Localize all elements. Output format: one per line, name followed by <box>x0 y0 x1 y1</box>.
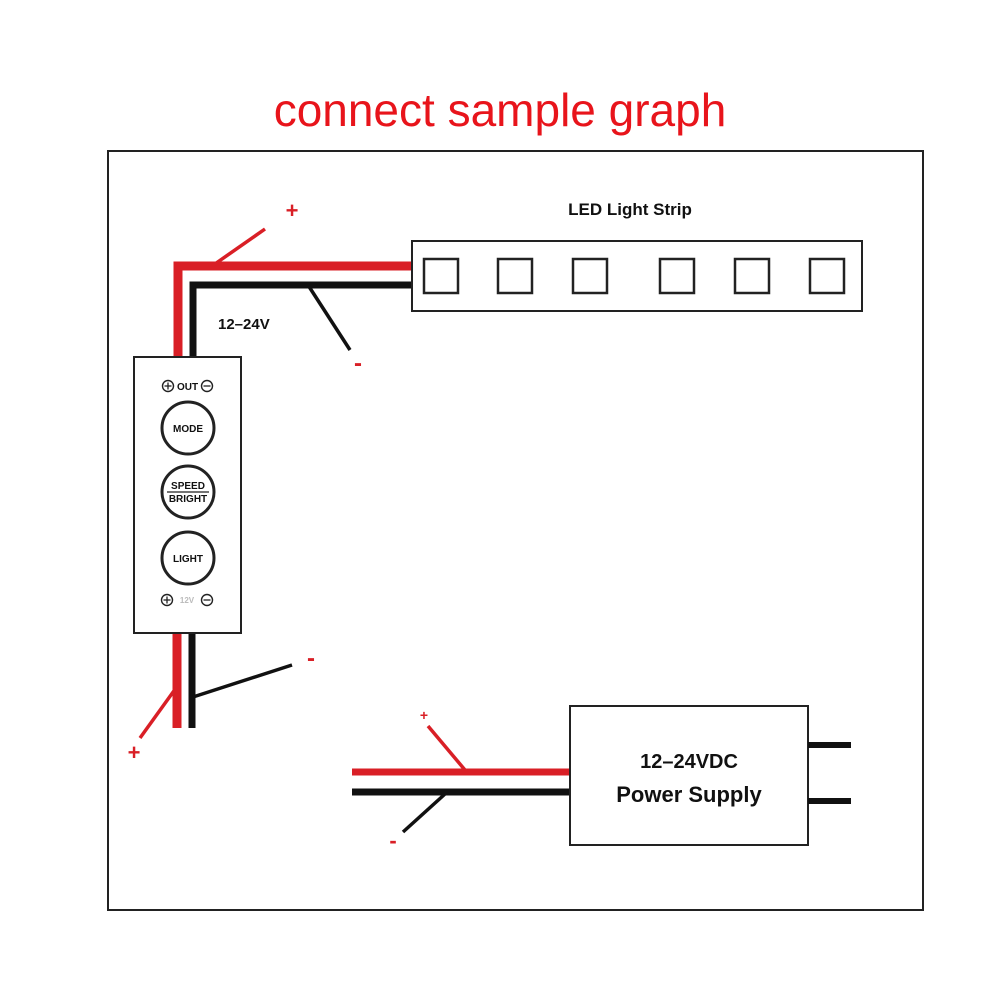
led-strip <box>411 240 863 312</box>
controller-in-terminals: 12V <box>160 593 214 607</box>
minus-terminal-icon <box>200 379 214 393</box>
power-supply-label: Power Supply <box>616 782 762 807</box>
plus-terminal-icon <box>161 379 175 393</box>
mode-button[interactable]: MODE <box>160 400 216 456</box>
led-strip-label: LED Light Strip <box>568 200 692 219</box>
psu-minus-sign: - <box>389 828 396 853</box>
led-chip <box>496 257 534 295</box>
psu-negative-lead <box>401 792 447 834</box>
mode-button-label: MODE <box>173 424 203 435</box>
controller-out-terminals: OUT <box>161 379 214 393</box>
speed-bright-button[interactable]: SPEED BRIGHT <box>160 464 216 520</box>
light-button-label: LIGHT <box>173 554 203 565</box>
voltage-label: 12–24V <box>218 316 270 333</box>
diagram-frame <box>107 150 924 911</box>
psu-plus-sign: + <box>420 707 428 723</box>
light-button[interactable]: LIGHT <box>160 530 216 586</box>
speed-button-label: SPEED <box>171 481 205 492</box>
led-chip <box>571 257 609 295</box>
out-negative-wire <box>189 281 412 357</box>
in-negative-lead <box>192 663 293 699</box>
minus-terminal-icon <box>200 593 214 607</box>
out-minus-sign: - <box>354 350 362 377</box>
bright-button-label: BRIGHT <box>169 494 207 505</box>
led-chip <box>733 257 771 295</box>
power-supply <box>569 705 809 846</box>
controller-in-label: 12V <box>180 596 195 605</box>
in-positive-lead <box>138 686 178 740</box>
in-minus-sign: - <box>307 645 315 672</box>
out-positive-wire <box>173 261 412 357</box>
power-supply-voltage: 12–24VDC <box>640 751 738 773</box>
diagram-title: connect sample graph <box>273 84 727 136</box>
in-plus-sign: + <box>128 740 141 765</box>
led-chips <box>422 257 846 295</box>
out-plus-sign: + <box>286 198 299 223</box>
out-negative-lead <box>306 284 352 351</box>
plus-terminal-icon <box>160 593 174 607</box>
psu-positive-lead <box>426 724 467 772</box>
out-positive-lead <box>210 227 267 268</box>
led-chip <box>422 257 460 295</box>
controller-out-label: OUT <box>177 382 198 393</box>
led-chip <box>658 257 696 295</box>
led-chip <box>808 257 846 295</box>
